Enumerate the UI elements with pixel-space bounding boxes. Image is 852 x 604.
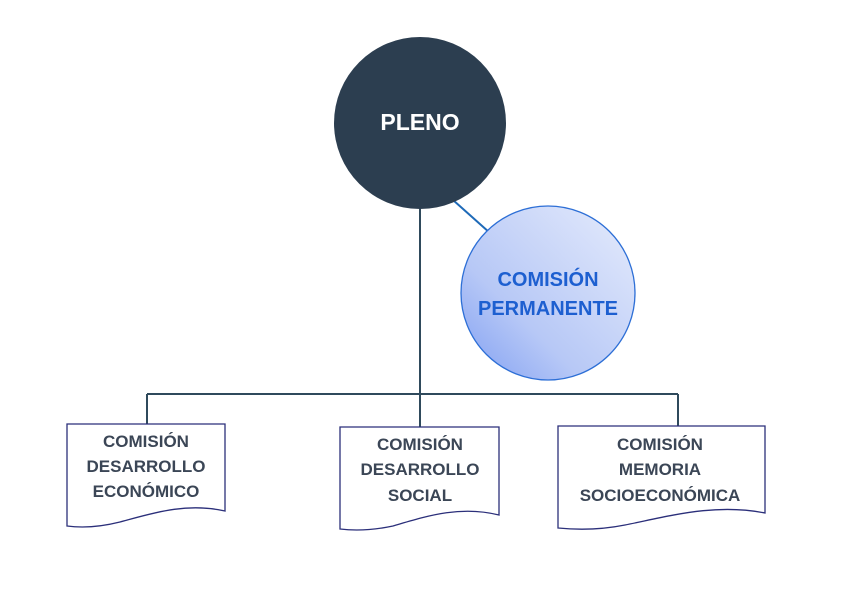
document-shape: [66, 423, 226, 528]
comision-permanente-label-line2: PERMANENTE: [478, 298, 618, 320]
pleno-circle: [334, 37, 506, 209]
comision-permanente-circle: [460, 205, 636, 381]
comision-memoria-socioeconomica-line2: MEMORIA: [619, 460, 701, 479]
comision-memoria-socioeconomica-node: COMISIÓN MEMORIA SOCIOECONÓMICA: [557, 425, 766, 530]
comision-desarrollo-economico-line1: COMISIÓN: [103, 432, 189, 451]
comision-desarrollo-social-node: COMISIÓN DESARROLLO SOCIAL: [339, 426, 500, 531]
document-shape: [339, 426, 500, 531]
pleno-to-permanente-connector: [452, 199, 491, 234]
comision-desarrollo-social-line3: SOCIAL: [388, 486, 452, 505]
pleno-node: PLENO: [334, 37, 506, 209]
comision-permanente-label-line1: COMISIÓN: [497, 267, 598, 291]
document-shape: [557, 425, 766, 530]
pleno-label: PLENO: [380, 109, 459, 135]
comision-desarrollo-social-line1: COMISIÓN: [377, 435, 463, 454]
comision-desarrollo-economico-line3: ECONÓMICO: [93, 482, 200, 501]
comision-memoria-socioeconomica-line3: SOCIOECONÓMICA: [580, 486, 741, 505]
comision-desarrollo-social-line2: DESARROLLO: [361, 460, 480, 479]
comision-desarrollo-economico-node: COMISIÓN DESARROLLO ECONÓMICO: [66, 423, 226, 528]
connectors: [146, 199, 679, 428]
comision-memoria-socioeconomica-line1: COMISIÓN: [617, 435, 703, 454]
comision-permanente-node: COMISIÓN PERMANENTE: [460, 205, 636, 381]
comision-desarrollo-economico-line2: DESARROLLO: [87, 457, 206, 476]
